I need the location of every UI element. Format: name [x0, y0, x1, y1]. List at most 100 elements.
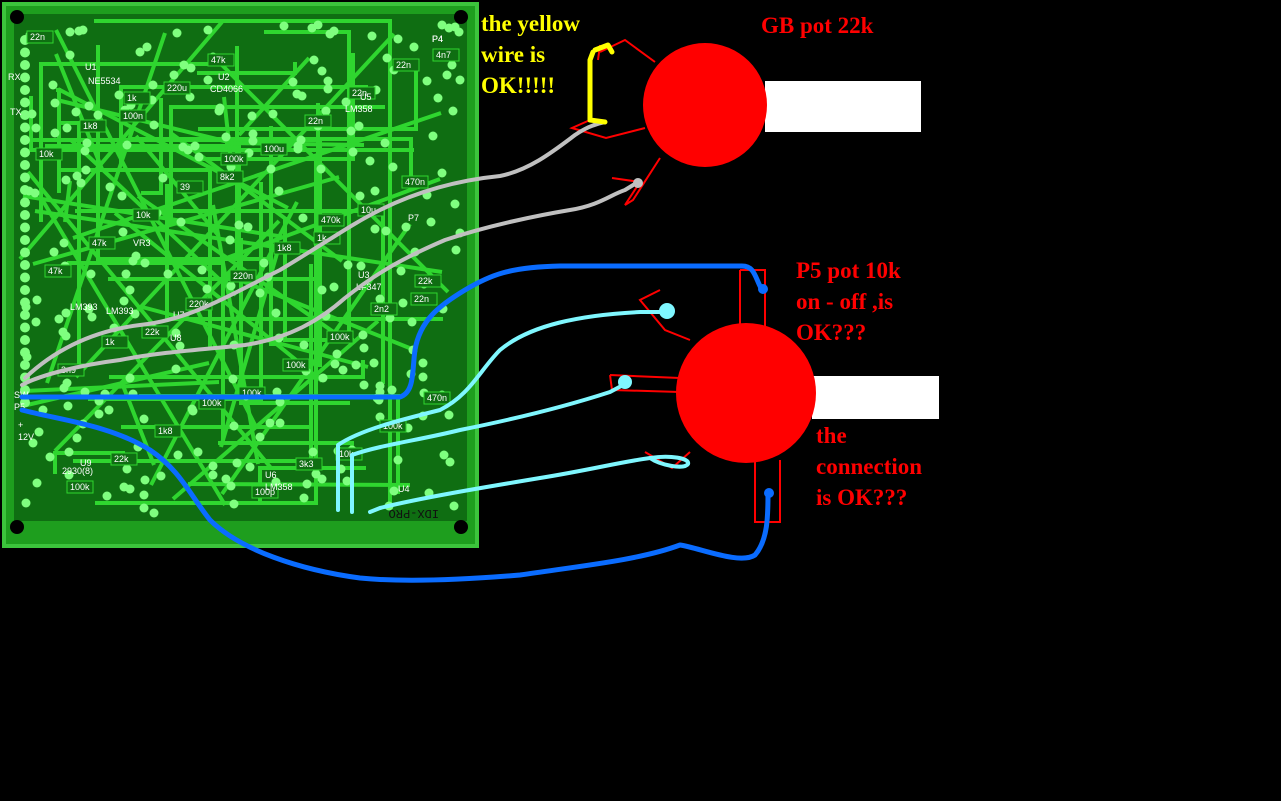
pcb-trace	[269, 126, 278, 346]
pcb-component-value: 3k3	[299, 459, 314, 469]
pcb-pad	[172, 28, 182, 38]
pcb-trace	[113, 211, 324, 383]
pcb-pad	[454, 27, 464, 37]
pcb-pad	[72, 171, 82, 181]
pcb-ic-label: CD4066	[210, 84, 243, 94]
pcb-ic-label: LM393	[106, 306, 134, 316]
pcb-pad	[64, 470, 74, 480]
pcb-component-value: 2n2	[374, 304, 389, 314]
pcb-pad	[86, 269, 96, 279]
pcb-pad	[248, 136, 258, 146]
pcb-component-body	[176, 180, 204, 194]
pcb-component-body	[35, 147, 63, 161]
pcb-pad	[20, 222, 30, 233]
blue-wire-upper-pad	[758, 284, 768, 294]
pcb-pad	[229, 499, 239, 509]
pcb-component-body	[282, 358, 310, 372]
pcb-component-value: 22n	[352, 88, 367, 98]
pcb-component-value: 47k	[48, 266, 63, 276]
pcb-pad	[119, 296, 129, 306]
pcb-pad	[32, 295, 42, 305]
pcb-pad	[20, 260, 30, 270]
pcb-pad	[20, 310, 30, 320]
pcb-component-body	[88, 236, 116, 250]
pcb-pad	[346, 126, 356, 136]
pcb-component-body	[154, 424, 182, 438]
pcb-pad	[171, 364, 181, 374]
pcb-pad	[121, 269, 131, 279]
pcb-pad	[375, 294, 385, 304]
pcb-pad	[318, 373, 328, 383]
pcb-component-value: 4n7	[436, 50, 451, 60]
pcb-pad	[426, 217, 436, 227]
mounting-hole-br	[454, 520, 468, 534]
pcb-component-value: 100k	[286, 360, 306, 370]
pcb-ic-label: LF347	[356, 282, 382, 292]
pcb-ic-label: U1	[85, 62, 97, 72]
pcb-pad	[117, 191, 127, 201]
pcb-pad	[418, 358, 428, 368]
pcb-pad	[61, 175, 71, 185]
pcb-pad	[208, 470, 218, 480]
pcb-pad	[272, 387, 282, 397]
pcb-trace	[211, 204, 260, 465]
p5-pot-shaft	[812, 376, 939, 419]
pcb-component-body	[251, 485, 279, 499]
pcb-pad	[186, 63, 196, 73]
pcb-pad	[274, 186, 284, 196]
pcb-pad	[21, 302, 31, 312]
pcb-pad	[444, 410, 454, 420]
pcb-component-body	[414, 274, 442, 288]
pcb-pad	[63, 401, 73, 411]
pcb-pad	[292, 89, 302, 99]
pcb-pad	[359, 343, 369, 353]
cyan-wire-1	[336, 310, 667, 512]
pcb-trace	[58, 121, 81, 375]
pcb-pad	[268, 109, 278, 119]
pcb-component-body	[141, 325, 169, 339]
cyan-wire-2-pad	[618, 375, 632, 389]
pcb-pad	[176, 217, 186, 227]
pcb-pad	[221, 132, 231, 142]
pcb-pad	[84, 101, 94, 111]
pcb-component-value: 47k	[92, 238, 107, 248]
pcb-pad	[20, 285, 30, 295]
pcb-component-body	[110, 452, 138, 466]
pcb-pads	[20, 20, 465, 518]
pcb-component-body	[410, 292, 438, 306]
pcb-pad	[139, 503, 149, 513]
pcb-trace	[237, 56, 311, 137]
pcb-trace	[32, 175, 340, 266]
pcb-component-body	[101, 335, 129, 349]
pcb-pad	[313, 20, 323, 30]
pcb-pad	[309, 55, 319, 65]
pcb-pad	[20, 72, 30, 83]
pcb-pad	[393, 34, 403, 44]
pcb-pad	[58, 327, 68, 337]
pcb-pad	[22, 352, 32, 362]
pcb-pad	[81, 165, 91, 175]
pcb-pad	[122, 140, 132, 150]
pcb-pad	[299, 340, 309, 350]
pcb-pad	[194, 152, 204, 162]
pcb-component-body	[401, 175, 429, 189]
pcb-component-value: 100n	[123, 111, 143, 121]
pcb-ic-label: U6	[265, 470, 277, 480]
pcb-trace	[67, 261, 225, 444]
pcb-pad	[140, 475, 150, 485]
pcb-component-value: 10u	[361, 205, 376, 215]
pcb-pad	[325, 29, 335, 39]
pcb-pad	[323, 84, 333, 94]
pcb-trace	[264, 30, 351, 334]
pcb-component-value: 22k	[418, 276, 433, 286]
pcb-pad	[370, 224, 380, 234]
pcb-connector-label: TX	[10, 107, 22, 117]
pcb-pad	[122, 464, 132, 474]
pcb-pad	[428, 131, 438, 141]
pcb-pad	[248, 129, 258, 139]
pcb-pad	[329, 282, 339, 292]
pcb-pad	[149, 120, 159, 130]
pcb-pad	[82, 138, 92, 148]
pcb-pad	[72, 433, 82, 443]
